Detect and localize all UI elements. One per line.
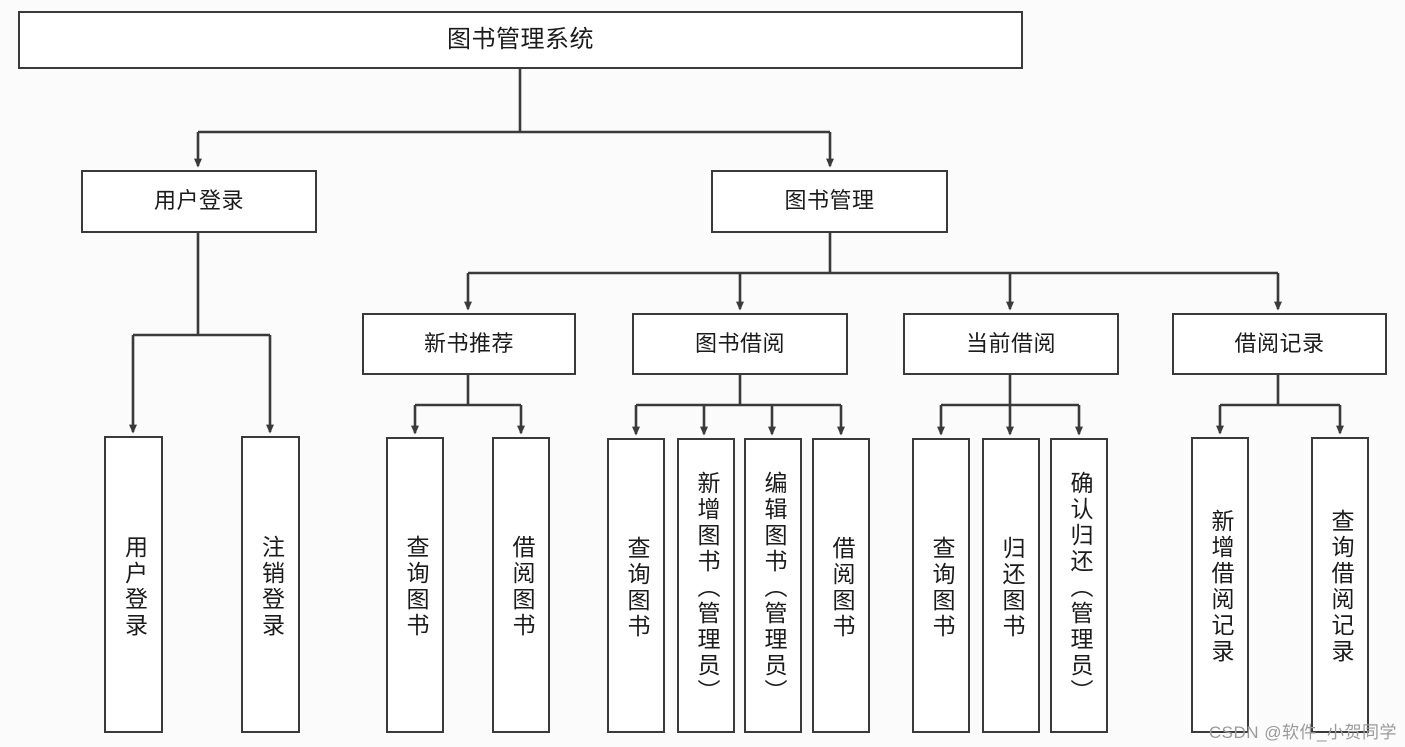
leaf-borrow-add-book-label: 新增图书（管理员） xyxy=(693,470,720,705)
leaf-current-query-book[interactable]: 查询图书 xyxy=(912,438,970,733)
node-book-borrow-label: 图书借阅 xyxy=(694,330,785,356)
leaf-record-query[interactable]: 查询借阅记录 xyxy=(1311,437,1369,733)
leaf-user-login-logout[interactable]: 注销登录 xyxy=(241,436,300,733)
leaf-user-login-login[interactable]: 用户登录 xyxy=(104,436,163,733)
leaf-user-login-login-label: 用户登录 xyxy=(121,534,148,639)
leaf-record-add[interactable]: 新增借阅记录 xyxy=(1191,437,1249,733)
leaf-borrow-borrow-book-label: 借阅图书 xyxy=(828,535,855,640)
leaf-borrow-edit-book[interactable]: 编辑图书（管理员） xyxy=(744,438,802,733)
leaf-current-confirm-return-label: 确认归还（管理员） xyxy=(1066,470,1093,705)
node-current-borrow[interactable]: 当前借阅 xyxy=(903,313,1119,375)
leaf-user-login-logout-label: 注销登录 xyxy=(258,534,285,639)
node-borrow-record[interactable]: 借阅记录 xyxy=(1172,313,1387,375)
node-new-book-recommend[interactable]: 新书推荐 xyxy=(362,313,576,375)
leaf-borrow-query-book-label: 查询图书 xyxy=(623,535,650,640)
leaf-borrow-edit-book-label: 编辑图书（管理员） xyxy=(760,470,787,705)
node-borrow-record-label: 借阅记录 xyxy=(1234,330,1325,356)
leaf-new-book-query-label: 查询图书 xyxy=(402,535,429,639)
node-user-login[interactable]: 用户登录 xyxy=(81,170,317,233)
leaf-new-book-borrow-label: 借阅图书 xyxy=(508,535,535,639)
node-book-borrow[interactable]: 图书借阅 xyxy=(632,313,848,375)
node-root[interactable]: 图书管理系统 xyxy=(18,11,1023,69)
watermark-text: CSDN @软件_小贺同学 xyxy=(1208,723,1397,742)
leaf-current-query-book-label: 查询图书 xyxy=(928,535,955,640)
node-new-book-recommend-label: 新书推荐 xyxy=(423,330,514,356)
leaf-current-return-book[interactable]: 归还图书 xyxy=(982,438,1040,733)
leaf-borrow-add-book[interactable]: 新增图书（管理员） xyxy=(677,438,735,733)
leaf-record-add-label: 新增借阅记录 xyxy=(1207,509,1234,665)
node-book-management[interactable]: 图书管理 xyxy=(711,170,948,233)
leaf-new-book-query[interactable]: 查询图书 xyxy=(386,437,444,733)
node-current-borrow-label: 当前借阅 xyxy=(965,330,1056,356)
leaf-current-confirm-return[interactable]: 确认归还（管理员） xyxy=(1050,438,1108,733)
leaf-borrow-query-book[interactable]: 查询图书 xyxy=(607,438,665,733)
leaf-record-query-label: 查询借阅记录 xyxy=(1327,509,1354,665)
node-book-management-label: 图书管理 xyxy=(784,188,875,214)
leaf-new-book-borrow[interactable]: 借阅图书 xyxy=(492,437,550,733)
node-root-label: 图书管理系统 xyxy=(447,25,594,53)
leaf-borrow-borrow-book[interactable]: 借阅图书 xyxy=(812,438,870,733)
node-user-login-label: 用户登录 xyxy=(153,188,244,214)
leaf-current-return-book-label: 归还图书 xyxy=(998,535,1025,640)
